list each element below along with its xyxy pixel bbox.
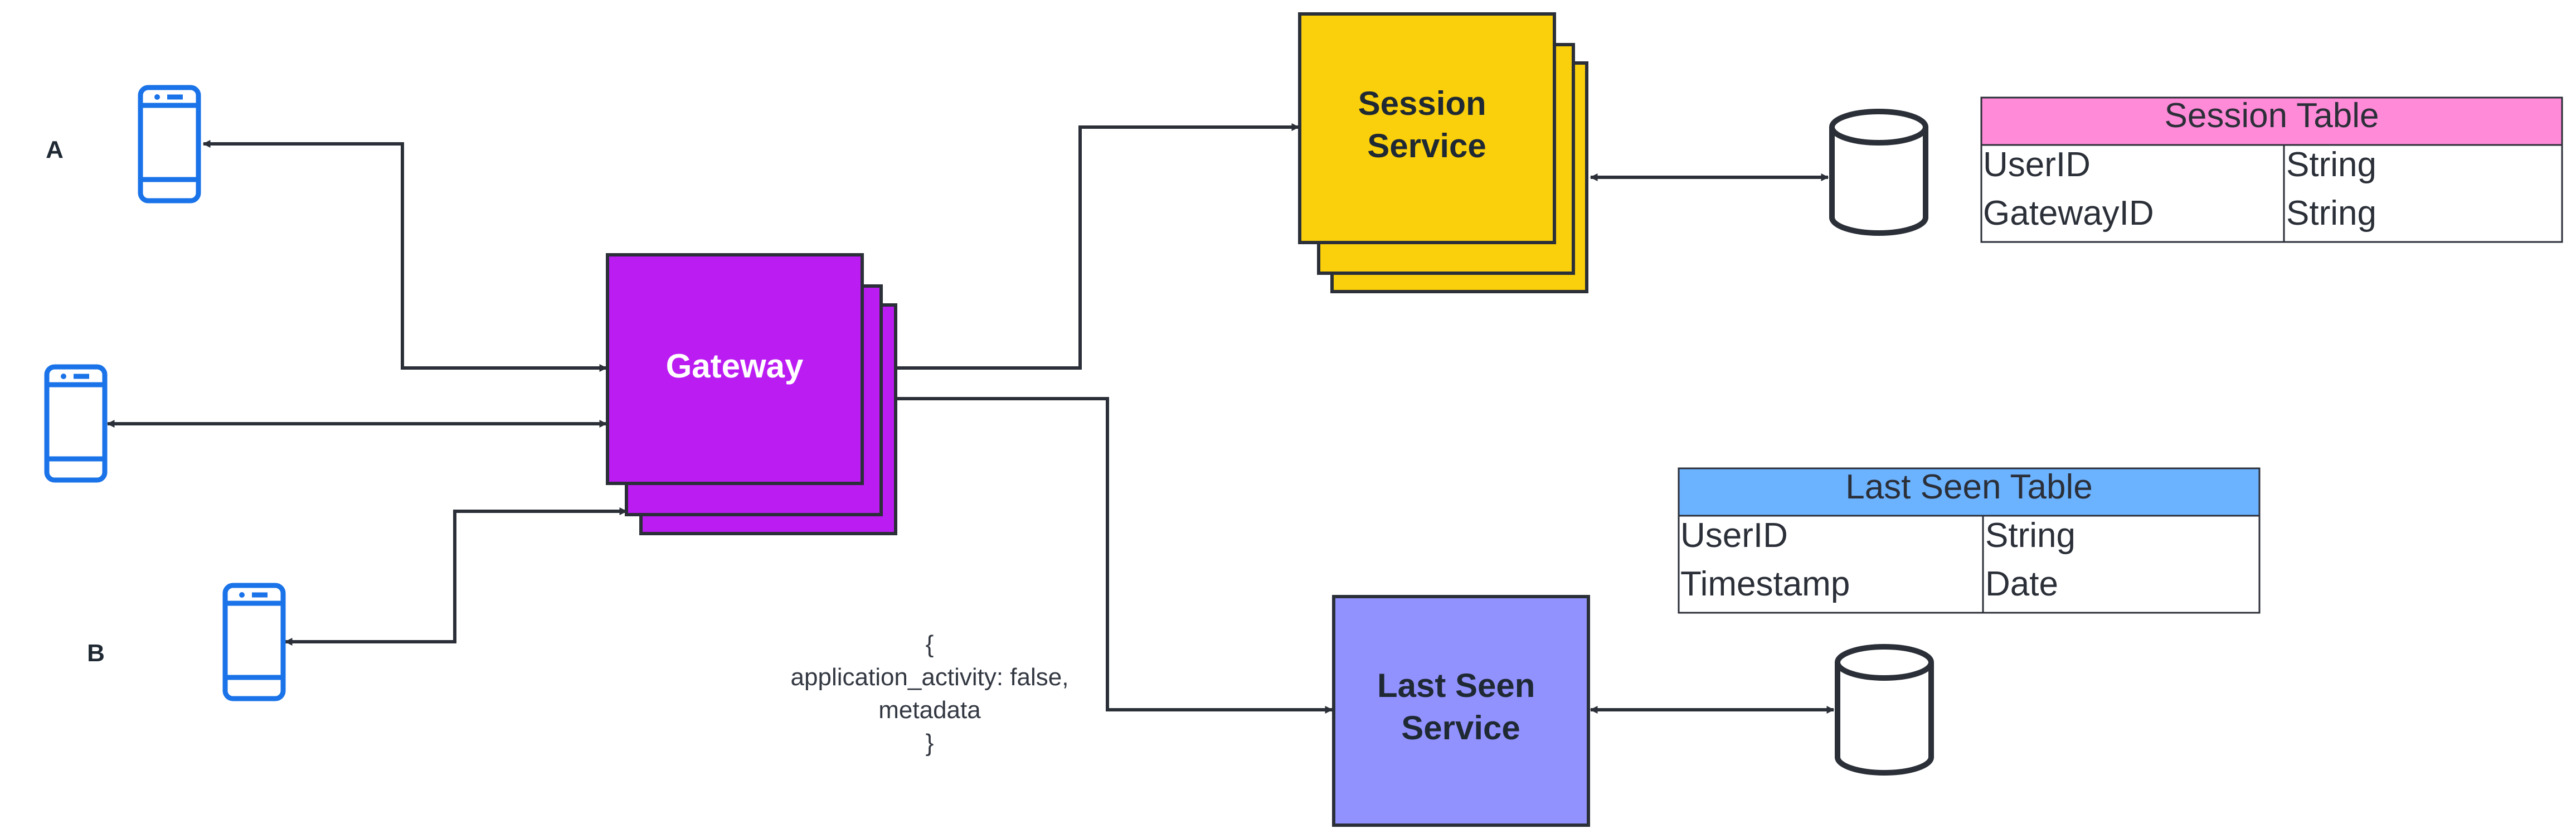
connector-gateway-last-seen-service bbox=[884, 395, 1333, 714]
gateway-label: Gateway bbox=[666, 347, 804, 385]
gateway-node bbox=[606, 253, 897, 535]
session-service-label-line2: Service bbox=[1367, 127, 1486, 164]
mobile-phone-icon bbox=[44, 364, 108, 483]
last-seen-service-label-line2: Service bbox=[1401, 709, 1520, 747]
payload-note-line: } bbox=[926, 729, 934, 757]
connector-phone-a-gateway bbox=[202, 140, 607, 372]
session-table-cell: GatewayID bbox=[1983, 194, 2154, 232]
payload-note-line: application_activity: false, bbox=[791, 663, 1069, 691]
last-seen-table-title: Last Seen Table bbox=[1845, 468, 2093, 506]
last-seen-table-header bbox=[1678, 467, 2261, 517]
last-seen-service-label: Last Seen Service bbox=[1377, 667, 1544, 747]
session-service-node bbox=[1298, 12, 1588, 293]
session-table-title: Session Table bbox=[2165, 96, 2379, 135]
database-cylinder-icon bbox=[1829, 109, 1928, 236]
connector-phone-b-gateway bbox=[284, 507, 628, 646]
gateway-stack-front bbox=[606, 253, 864, 485]
database-cylinder-icon bbox=[1835, 644, 1934, 776]
payload-note-line: metadata bbox=[878, 696, 981, 724]
last-seen-service-label-line1: Last Seen bbox=[1377, 667, 1535, 704]
connectors bbox=[106, 123, 1835, 714]
last-seen-table: Last Seen Table UserID String Timestamp … bbox=[1678, 467, 2261, 614]
session-table: Session Table UserID String GatewayID St… bbox=[1980, 96, 2563, 243]
mobile-phone-icon bbox=[222, 583, 286, 701]
session-service-stack-front bbox=[1298, 12, 1556, 244]
client-label-a: A bbox=[46, 136, 64, 163]
connector-gateway-session-service bbox=[864, 123, 1300, 372]
client-label-b: B bbox=[87, 640, 105, 667]
session-table-body bbox=[1980, 144, 2563, 243]
session-table-cell: UserID bbox=[1983, 146, 2091, 184]
payload-note-line: { bbox=[926, 631, 934, 658]
last-seen-table-cell: Date bbox=[1985, 565, 2058, 603]
last-seen-table-cell: UserID bbox=[1680, 516, 1788, 555]
last-seen-service-node bbox=[1332, 595, 1590, 827]
last-seen-table-cell: String bbox=[1985, 516, 2076, 555]
session-table-cell: String bbox=[2286, 146, 2376, 184]
mobile-phone-icon bbox=[138, 85, 201, 204]
session-table-header bbox=[1980, 96, 2563, 146]
last-seen-table-cell: Timestamp bbox=[1680, 565, 1850, 603]
session-service-label-line1: Session bbox=[1358, 85, 1486, 122]
session-table-cell: String bbox=[2286, 194, 2376, 232]
session-service-label: Session Service bbox=[1358, 85, 1496, 164]
payload-note: { application_activity: false, metadata … bbox=[791, 631, 1069, 757]
last-seen-table-body bbox=[1678, 515, 2261, 614]
